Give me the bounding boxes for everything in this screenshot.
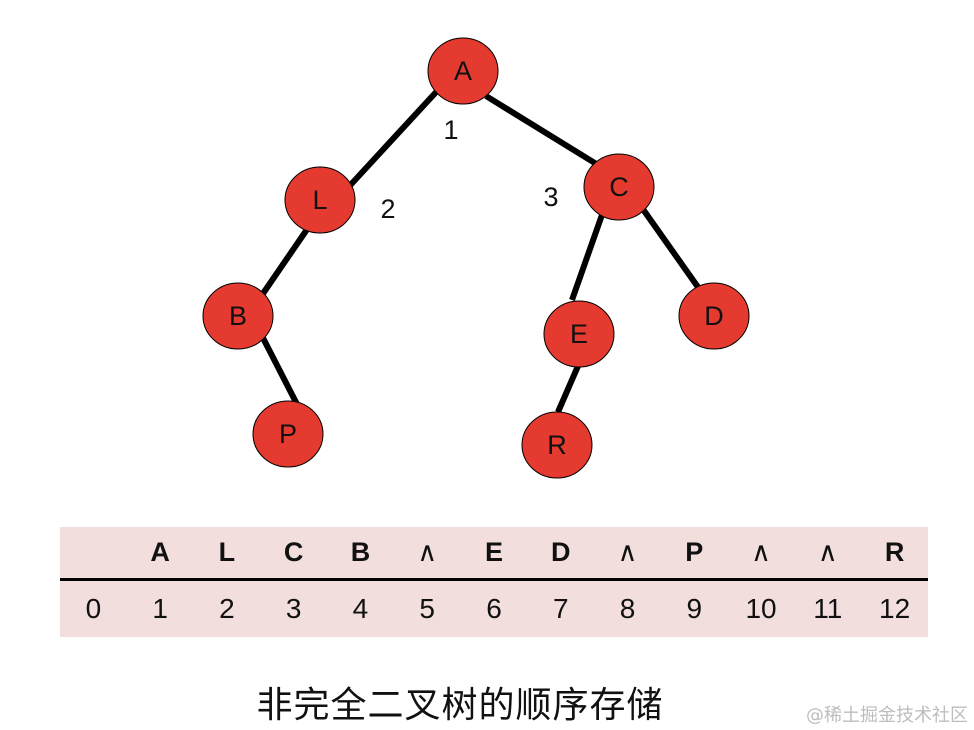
svg-text:A: A [454,56,472,86]
binary-tree-diagram: A L C B E D P R 1 2 3 [202,37,750,479]
node-E: E [543,300,615,368]
svg-text:L: L [312,185,327,215]
cell-index: 5 [419,593,435,624]
cell-index: 3 [285,593,302,624]
svg-text:E: E [570,319,588,349]
edge-C-E [569,211,606,301]
cell-value: P [660,527,728,581]
cell-value: R [861,527,928,581]
svg-text:C: C [609,172,629,202]
cell-value: ∧ [393,527,461,581]
index-label-2: 2 [380,194,395,224]
cell-index: 6 [486,593,502,624]
cell-value: E [460,527,528,581]
cell-value: D [527,527,595,581]
edge-L-B [259,223,313,297]
cell-index: 10 [745,593,777,624]
cell-index: 12 [879,593,911,624]
node-P: P [252,400,324,468]
index-label-1: 1 [443,115,458,145]
cell-index: 7 [552,593,569,624]
svg-text:P: P [279,419,297,449]
index-label-3: 3 [543,182,558,212]
diagram-caption: 非完全二叉树的顺序存储 [256,685,664,726]
cell-index: 4 [352,593,369,624]
cell-index: 9 [686,593,703,624]
cell-value: ∧ [794,527,862,581]
edge-E-R [555,364,581,414]
cell-value: C [260,527,328,581]
cell-index: 2 [219,593,235,624]
edge-A-C [484,93,600,168]
node-A: A [427,37,499,105]
watermark: @稀土掘金技术社区 [806,705,968,726]
cell-index: 1 [152,593,168,624]
cell-index: 8 [619,593,636,624]
index-row: 0 1 2 3 4 5 6 7 8 9 10 11 12 [60,580,928,638]
node-B: B [202,282,274,350]
cell-value: ∧ [594,527,661,581]
cell-value: B [327,527,394,581]
cell-value: ∧ [727,527,795,581]
svg-text:D: D [704,301,724,331]
sequential-storage-table: A L C B ∧ E D ∧ P ∧ ∧ R 0 1 2 3 4 5 6 7 … [60,527,928,637]
edge-B-P [259,334,305,416]
cell-value: A [126,527,194,581]
svg-text:B: B [229,301,247,331]
svg-text:R: R [547,430,567,460]
cell-value: L [193,527,261,581]
node-L: L [284,166,356,234]
cell-value [60,527,127,581]
cell-index: 0 [85,593,102,624]
values-row: A L C B ∧ E D ∧ P ∧ ∧ R [60,527,928,581]
node-D: D [678,282,750,350]
edge-C-D [637,203,703,292]
node-C: C [583,153,655,221]
node-R: R [521,411,593,479]
cell-index: 11 [813,593,843,624]
